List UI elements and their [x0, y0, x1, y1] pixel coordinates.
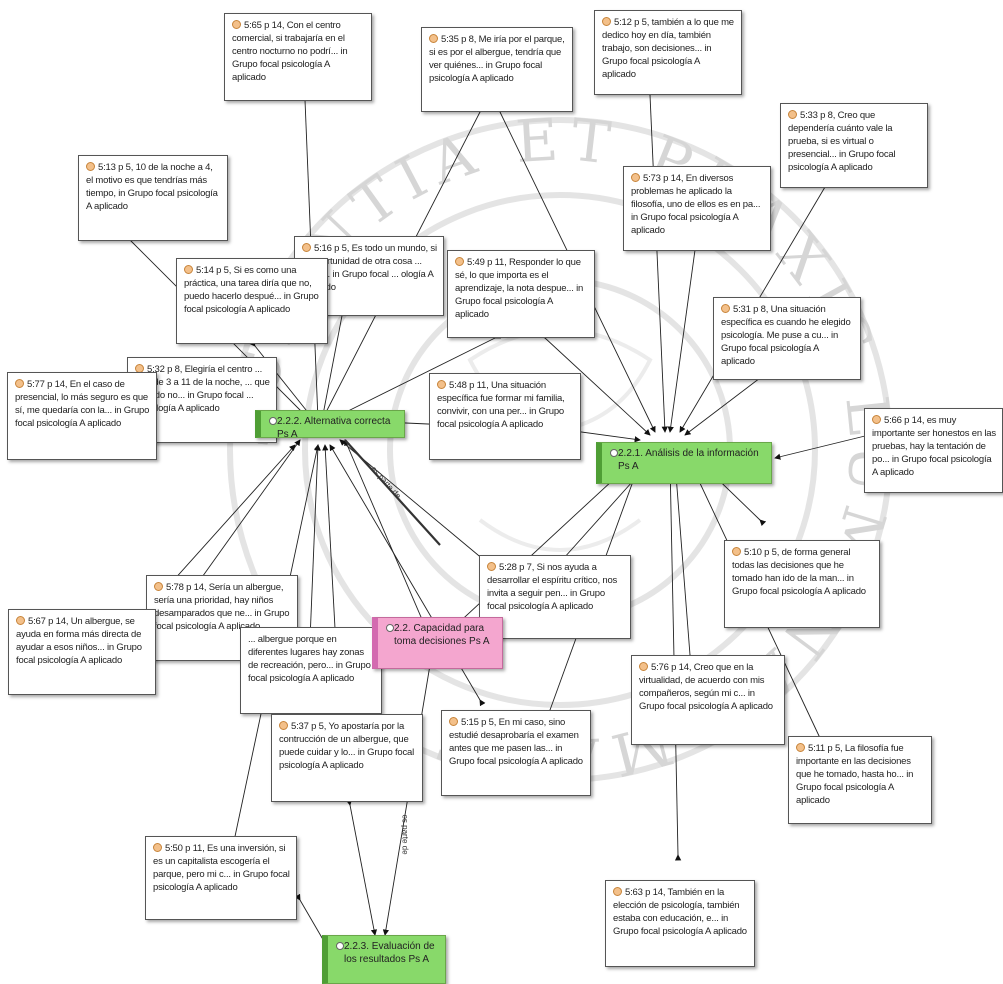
quotation-icon — [437, 380, 446, 389]
code-label: 2.2.3. Evaluación de los resultados Ps A — [344, 941, 435, 965]
quotation-text: 5:12 p 5, también a lo que me dedico hoy… — [602, 17, 734, 80]
quotation-icon — [154, 582, 163, 591]
quotation-node[interactable]: 5:31 p 8, Una situación específica es cu… — [713, 297, 861, 380]
quotation-text: 5:11 p 5, La filosofía fue importante en… — [796, 743, 914, 806]
quotation-text: 5:14 p 5, Si es como una práctica, una t… — [184, 265, 319, 315]
quotation-text: 5:66 p 14, es muy importante ser honesto… — [872, 415, 996, 478]
code-node-evaluacion-resultados[interactable]: 2.2.3. Evaluación de los resultados Ps A — [322, 935, 446, 984]
quotation-text: 5:73 p 14, En diversos problemas he apli… — [631, 173, 761, 236]
code-icon — [336, 942, 344, 950]
quotation-node[interactable]: 5:37 p 5, Yo apostaría por la contrucció… — [271, 714, 423, 802]
quotation-text: 5:15 p 5, En mi caso, sino estudié desap… — [449, 717, 583, 767]
quotation-icon — [86, 162, 95, 171]
quotation-icon — [796, 743, 805, 752]
quotation-icon — [721, 304, 730, 313]
quotation-node[interactable]: 5:32 p 8, Elegiría el centro ... cial, d… — [127, 357, 277, 443]
quotation-node[interactable]: 5:14 p 5, Si es como una práctica, una t… — [176, 258, 328, 344]
quotation-icon — [732, 547, 741, 556]
quotation-icon — [279, 721, 288, 730]
code-icon — [610, 449, 618, 457]
quotation-node[interactable]: 5:15 p 5, En mi caso, sino estudié desap… — [441, 710, 591, 796]
code-node-analisis-informacion[interactable]: 2.2.1. Análisis de la información Ps A — [596, 442, 772, 484]
quotation-node[interactable]: 5:77 p 14, En el caso de presencial, lo … — [7, 372, 157, 460]
quotation-node[interactable]: 5:67 p 14, Un albergue, se ayuda en form… — [8, 609, 156, 695]
quotation-node[interactable]: 5:49 p 11, Responder lo que sé, lo que i… — [447, 250, 595, 338]
quotation-text: 5:28 p 7, Si nos ayuda a desarrollar el … — [487, 562, 618, 612]
quotation-icon — [302, 243, 311, 252]
quotation-icon — [184, 265, 193, 274]
code-label: 2.2.2. Alternativa correcta Ps A — [277, 416, 391, 440]
quotation-icon — [449, 717, 458, 726]
code-icon — [386, 624, 394, 632]
quotation-text: 5:76 p 14, Creo que en la virtualidad, d… — [639, 662, 773, 712]
quotation-icon — [232, 20, 241, 29]
quotation-node[interactable]: ... albergue porque en diferentes lugare… — [240, 627, 382, 714]
code-label: 2.2.1. Análisis de la información Ps A — [618, 448, 759, 472]
quotation-text: 5:63 p 14, También en la elección de psi… — [613, 887, 747, 937]
quotation-icon — [487, 562, 496, 571]
quotation-icon — [153, 843, 162, 852]
quotation-icon — [631, 173, 640, 182]
quotation-text: 5:49 p 11, Responder lo que sé, lo que i… — [455, 257, 584, 320]
quotation-node[interactable]: 5:66 p 14, es muy importante ser honesto… — [864, 408, 1003, 493]
quotation-text: 5:31 p 8, Una situación específica es cu… — [721, 304, 851, 367]
quotation-node[interactable]: 5:73 p 14, En diversos problemas he apli… — [623, 166, 771, 251]
quotation-text: ... albergue porque en diferentes lugare… — [248, 634, 371, 684]
quotation-text: 5:77 p 14, En el caso de presencial, lo … — [15, 379, 150, 429]
quotation-icon — [455, 257, 464, 266]
quotation-node[interactable]: 5:10 p 5, de forma general todas las dec… — [724, 540, 880, 628]
quotation-text: 5:65 p 14, Con el centro comercial, si t… — [232, 20, 348, 83]
quotation-icon — [639, 662, 648, 671]
edge-label: es parte de — [400, 814, 410, 855]
quotation-icon — [872, 415, 881, 424]
quotation-node[interactable]: 5:65 p 14, Con el centro comercial, si t… — [224, 13, 372, 101]
quotation-text: 5:13 p 5, 10 de la noche a 4, el motivo … — [86, 162, 218, 212]
quotation-text: 5:50 p 11, Es una inversión, si es un ca… — [153, 843, 290, 893]
quotation-node[interactable]: 5:76 p 14, Creo que en la virtualidad, d… — [631, 655, 785, 745]
quotation-icon — [429, 34, 438, 43]
code-label: 2.2. Capacidad para toma decisiones Ps A — [394, 623, 490, 647]
quotation-icon — [16, 616, 25, 625]
quotation-node[interactable]: 5:12 p 5, también a lo que me dedico hoy… — [594, 10, 742, 95]
code-node-alternativa-correcta[interactable]: 2.2.2. Alternativa correcta Ps A — [255, 410, 405, 440]
code-node-capacidad-toma-decisiones[interactable]: 2.2. Capacidad para toma decisiones Ps A — [372, 617, 503, 669]
quotation-node[interactable]: 5:33 p 8, Creo que dependería cuánto val… — [780, 103, 928, 188]
quotation-node[interactable]: 5:28 p 7, Si nos ayuda a desarrollar el … — [479, 555, 631, 639]
quotation-icon — [15, 379, 24, 388]
quotation-node[interactable]: 5:63 p 14, También en la elección de psi… — [605, 880, 755, 967]
quotation-text: 5:48 p 11, Una situación específica fue … — [437, 380, 565, 430]
quotation-icon — [788, 110, 797, 119]
quotation-text: 5:37 p 5, Yo apostaría por la contrucció… — [279, 721, 415, 771]
quotation-node[interactable]: 5:35 p 8, Me iría por el parque, si es p… — [421, 27, 573, 112]
quotation-text: 5:10 p 5, de forma general todas las dec… — [732, 547, 866, 597]
quotation-node[interactable]: 5:48 p 11, Una situación específica fue … — [429, 373, 581, 460]
quotation-text: 5:78 p 14, Sería un albergue, sería una … — [154, 582, 290, 632]
quotation-node[interactable]: 5:50 p 11, Es una inversión, si es un ca… — [145, 836, 297, 920]
quotation-text: 5:67 p 14, Un albergue, se ayuda en form… — [16, 616, 142, 666]
quotation-icon — [613, 887, 622, 896]
quotation-node[interactable]: 5:11 p 5, La filosofía fue importante en… — [788, 736, 932, 824]
quotation-text: 5:32 p 8, Elegiría el centro ... cial, d… — [135, 364, 270, 414]
quotation-text: 5:35 p 8, Me iría por el parque, si es p… — [429, 34, 565, 84]
quotation-icon — [602, 17, 611, 26]
quotation-node[interactable]: 5:13 p 5, 10 de la noche a 4, el motivo … — [78, 155, 228, 241]
quotation-text: 5:33 p 8, Creo que dependería cuánto val… — [788, 110, 896, 173]
code-icon — [269, 417, 277, 425]
